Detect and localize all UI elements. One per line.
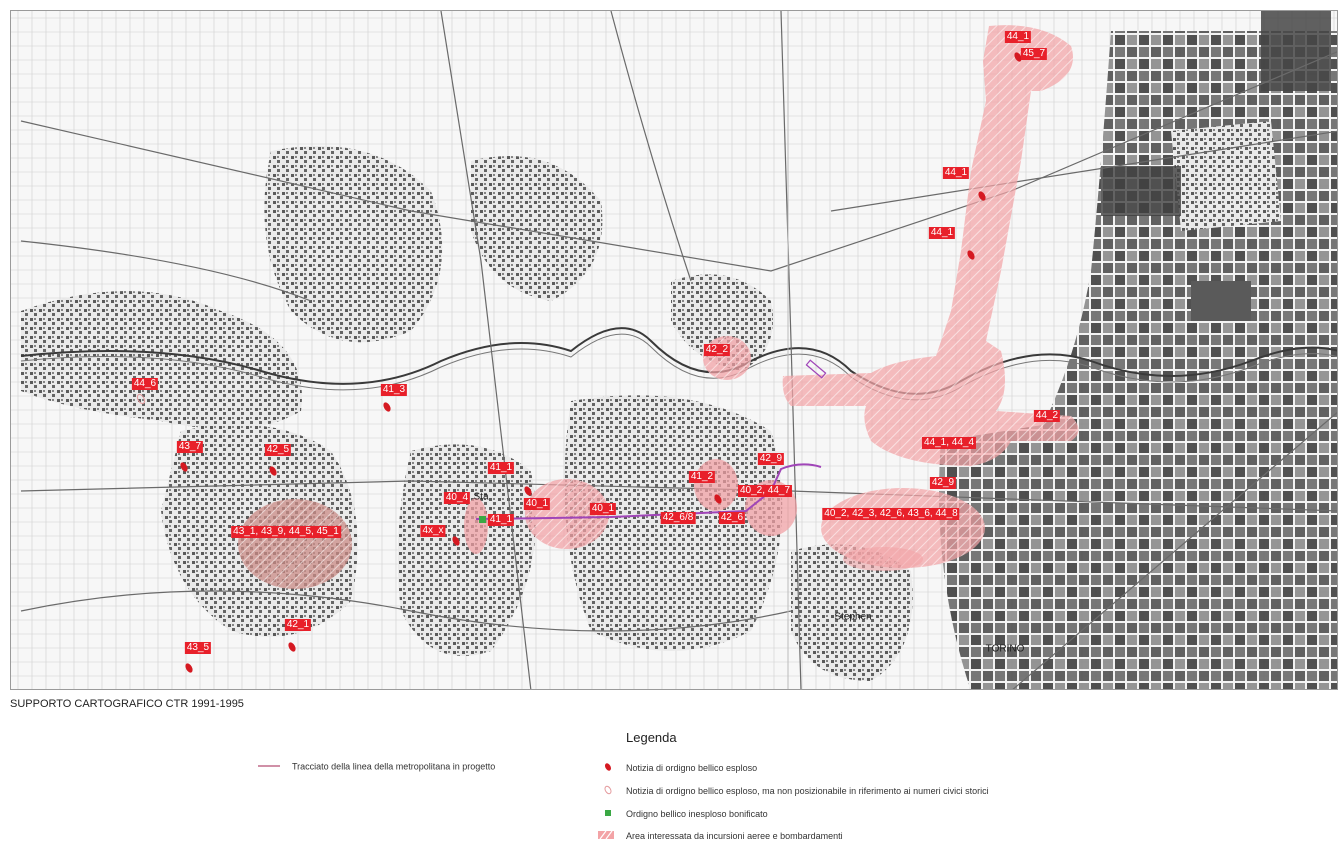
map-label-44_1-top[interactable]: 44_1 [1004, 31, 1032, 43]
legend-item-unexploded: Ordigno bellico inesploso bonificato [602, 808, 768, 820]
metro-line-symbol [258, 762, 280, 772]
map-label-44_1-44_4[interactable]: 44_1, 44_4 [921, 437, 977, 449]
place-name: TORINO [985, 643, 1025, 655]
map-label-40_2-44_7[interactable]: 40_2, 44_7 [737, 485, 793, 497]
map-label-44_1-low[interactable]: 44_1 [928, 227, 956, 239]
place-name: Stephen [834, 611, 872, 623]
topographic-map-base [11, 11, 1337, 689]
map-label-40_4[interactable]: 40_4 [443, 492, 471, 504]
map-label-43_1-cluster[interactable]: 43_1, 43_9, 44_5, 45_1 [231, 526, 341, 538]
legend-label: Ordigno bellico inesploso bonificato [626, 809, 768, 819]
legend-label: Notizia di ordigno bellico esploso [626, 763, 758, 773]
map-label-41_2[interactable]: 41_2 [688, 471, 716, 483]
map-label-41_1-bot[interactable]: 41_1 [487, 514, 515, 526]
map-label-40_1-a[interactable]: 40_1 [523, 498, 551, 510]
exploded-symbol [602, 762, 614, 774]
legend-item-raid-area: Area interessata da incursioni aeree e b… [598, 830, 843, 842]
map-panel[interactable]: 44_1 45_7 44_1 44_1 42_2 44_2 44_1, 44_4 42_9 42… [10, 10, 1338, 690]
legend-label: Tracciato della linea della metropolitan… [292, 761, 496, 772]
map-label-43_7[interactable]: 43_7 [176, 441, 204, 453]
map-label-42_9-b[interactable]: 42_9 [929, 477, 957, 489]
map-source-caption: SUPPORTO CARTOGRAFICO CTR 1991-1995 [10, 698, 244, 710]
place-name: Sta [473, 491, 489, 503]
map-label-42_5[interactable]: 42_5 [264, 444, 292, 456]
map-label-41_3[interactable]: 41_3 [380, 384, 408, 396]
map-label-44_2[interactable]: 44_2 [1033, 410, 1061, 422]
map-label-42_2-river[interactable]: 42_2 [703, 344, 731, 356]
unexploded-marker [479, 516, 486, 523]
map-label-43_5[interactable]: 43_5 [184, 642, 212, 654]
map-label-40_1-b[interactable]: 40_1 [589, 503, 617, 515]
legend-label: Notizia di ordigno bellico esploso, ma n… [626, 786, 989, 796]
urban-areas [21, 31, 1337, 689]
legend-item-exploded-unplaced: Notizia di ordigno bellico esploso, ma n… [602, 785, 989, 797]
map-label-44_6[interactable]: 44_6 [131, 378, 159, 390]
map-label-42_9-a[interactable]: 42_9 [757, 453, 785, 465]
map-label-42_6-8[interactable]: 42_6/8 [660, 512, 696, 524]
map-label-45_7[interactable]: 45_7 [1020, 48, 1048, 60]
map-label-41_1-top[interactable]: 41_1 [487, 462, 515, 474]
legend-item-exploded: Notizia di ordigno bellico esploso [602, 762, 757, 774]
legend-title: Legenda [626, 730, 677, 745]
exploded-unplaced-symbol [602, 785, 614, 797]
map-label-4x_x[interactable]: 4x_x [420, 525, 446, 537]
map-label-40_2-cluster[interactable]: 40_2, 42_3, 42_6, 43_6, 44_8 [822, 508, 960, 520]
legend-item-metro-line: Tracciato della linea della metropolitan… [258, 761, 495, 772]
unexploded-symbol [602, 808, 614, 820]
map-label-44_1-mid[interactable]: 44_1 [942, 167, 970, 179]
map-label-42_6-b[interactable]: 42_6 [718, 512, 746, 524]
map-label-42_1[interactable]: 42_1 [284, 619, 312, 631]
raid-area-symbol [598, 830, 614, 842]
exploded-markers [180, 52, 1022, 673]
legend-label: Area interessata da incursioni aeree e b… [626, 831, 843, 841]
